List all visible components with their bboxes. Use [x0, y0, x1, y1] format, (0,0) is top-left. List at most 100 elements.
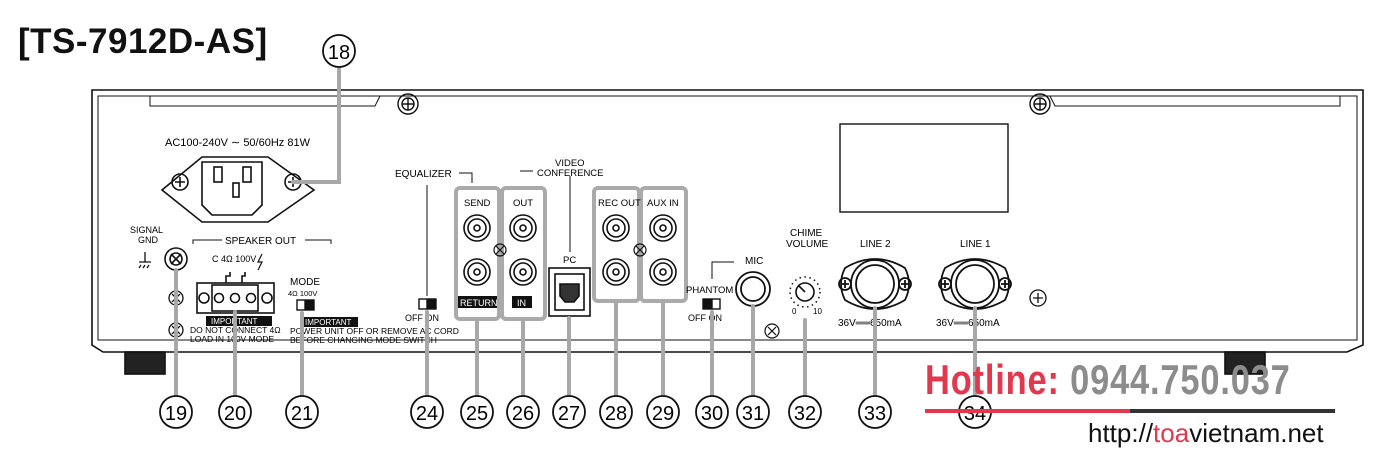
callout-21: 21 — [285, 395, 319, 429]
xlr-line2-connector — [838, 258, 912, 310]
rca-jack-rec-out-r — [602, 258, 630, 286]
rca-jack-in — [509, 258, 537, 286]
in-badge — [512, 296, 532, 308]
callout-25: 25 — [460, 395, 494, 429]
svg-text:24: 24 — [416, 403, 438, 425]
ground-icon — [138, 252, 151, 269]
ac-inlet — [160, 156, 316, 223]
callout-28: 28 — [599, 395, 633, 429]
chime-max-label: 10 — [813, 307, 822, 316]
chassis — [91, 89, 1364, 375]
hotline-number: 0944.750.037 — [1070, 356, 1291, 403]
svg-text:18: 18 — [328, 42, 350, 64]
url-suffix: vietnam.net — [1189, 418, 1324, 448]
screw-icon — [764, 323, 780, 339]
out-label: OUT — [513, 198, 533, 209]
equalizer-switch — [418, 298, 437, 310]
line2-label: LINE 2 — [860, 239, 891, 250]
svg-text:30: 30 — [701, 403, 723, 425]
warning-text-1b: LOAD IN 100V MODE — [190, 334, 274, 344]
rca-jack-aux-in-r — [649, 258, 677, 286]
xlr-line1-connector — [938, 258, 1012, 310]
screw-icon — [1029, 93, 1051, 115]
rca-jack-aux-in-l — [649, 214, 677, 242]
equalizer-label: EQUALIZER — [395, 169, 452, 180]
svg-text:26: 26 — [512, 403, 534, 425]
return-badge — [458, 296, 497, 308]
pc-label: PC — [563, 255, 576, 266]
rec-out-label: REC OUT — [598, 198, 641, 209]
svg-text:34: 34 — [964, 403, 986, 425]
volume-label: VOLUME — [786, 239, 829, 250]
model-title: [TS-7912D-AS] — [18, 22, 268, 61]
mode-switch — [296, 299, 315, 311]
url-brand: toa — [1153, 418, 1190, 448]
callout-27: 27 — [552, 395, 586, 429]
svg-text:20: 20 — [224, 403, 246, 425]
gnd-label: GND — [138, 235, 159, 245]
video-label: VIDEO — [555, 158, 585, 169]
speaker-out-label: SPEAKER OUT — [225, 236, 296, 247]
screw-icon — [1029, 289, 1047, 307]
rca-jack-out — [509, 214, 537, 242]
callout-24: 24 — [410, 395, 444, 429]
chime-volume-knob — [789, 276, 821, 308]
line1-label: LINE 1 — [960, 239, 991, 250]
screw-icon — [493, 243, 507, 257]
callout-leaders — [174, 66, 977, 397]
svg-text:25: 25 — [466, 403, 488, 425]
line2-spec-label: 36V══650mA — [838, 318, 902, 329]
warning-text-2a: POWER UNIT OFF OR REMOVE AC CORD — [290, 326, 459, 336]
chime-min-label: 0 — [792, 307, 797, 316]
mode-label: MODE — [290, 277, 320, 288]
usb-port-icon — [548, 267, 591, 317]
callout-19: 19 — [159, 395, 193, 429]
lightning-icon — [257, 253, 263, 271]
callout-32: 32 — [788, 395, 822, 429]
send-label: SEND — [464, 198, 491, 209]
svg-text:27: 27 — [558, 403, 580, 425]
svg-text:31: 31 — [742, 403, 764, 425]
mic-label: MIC — [745, 256, 763, 267]
phantom-label: PHANTOM — [686, 285, 733, 296]
equalizer-off-on-label: OFF ON — [405, 313, 439, 323]
phantom-off-on-label: OFF ON — [688, 313, 722, 323]
hotline-watermark: Hotline: 0944.750.037 — [925, 356, 1291, 404]
url-prefix: http:// — [1088, 418, 1154, 448]
svg-text:21: 21 — [291, 403, 313, 425]
chime-label: CHIME — [790, 228, 823, 239]
hotline-underline — [925, 409, 1335, 413]
rca-jack-return — [463, 258, 491, 286]
gnd-terminal — [164, 247, 188, 271]
speaker-terminal-block — [196, 272, 275, 314]
website-url: http://toavietnam.net — [1088, 418, 1324, 449]
callout-31: 31 — [736, 395, 770, 429]
callout-30: 30 — [695, 395, 729, 429]
mic-jack — [735, 271, 771, 307]
in-label: IN — [517, 298, 526, 308]
callout-18: 18 — [322, 34, 356, 68]
speaker-terminals-label: C 4Ω 100V — [212, 254, 256, 264]
important-badge — [206, 316, 272, 326]
callout-29: 29 — [646, 395, 680, 429]
svg-text:19: 19 — [165, 403, 187, 425]
return-label: RETURN — [460, 298, 498, 308]
callout-33: 33 — [858, 395, 892, 429]
power-rating-label: AC100-240V ∼ 50/60Hz 81W — [165, 137, 311, 149]
svg-text:33: 33 — [864, 403, 886, 425]
conference-label: CONFERENCE — [537, 168, 604, 179]
callout-26: 26 — [506, 395, 540, 429]
svg-text:28: 28 — [605, 403, 627, 425]
aux-in-label: AUX IN — [647, 198, 679, 209]
mode-options-label: 4Ω 100V — [288, 289, 317, 298]
svg-text:32: 32 — [794, 403, 816, 425]
important-badge — [300, 317, 358, 327]
callout-20: 20 — [218, 395, 252, 429]
rca-jack-rec-out-l — [602, 214, 630, 242]
warning-text-2b: BEFORE CHANGING MODE SWITCH — [290, 335, 437, 345]
phantom-switch — [702, 298, 721, 310]
hotline-label: Hotline: — [925, 356, 1071, 403]
screw-icon — [633, 243, 647, 257]
